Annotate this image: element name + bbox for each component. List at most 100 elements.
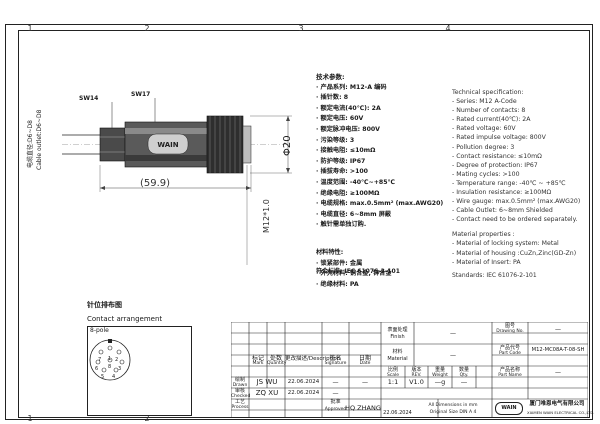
sw14-label: SW14 xyxy=(79,95,99,102)
scale-cn: 比例 xyxy=(387,367,398,373)
row-approved-cn: 批准 xyxy=(330,399,341,405)
pin-number: 6 xyxy=(95,366,99,372)
weight-en: Weight xyxy=(432,373,448,378)
cable-outlet-en: Cable outlet:D6~D8 xyxy=(36,109,43,170)
part-name-cn: 产品名称 xyxy=(499,367,520,373)
spec-en-line: - Mating cycles: >100 xyxy=(452,170,520,178)
row-drawn-en: Drawn xyxy=(232,383,248,388)
diameter-label: Φ20 xyxy=(282,135,293,156)
col-description-cn: 更改描述 xyxy=(285,356,308,362)
pin-title-en: Contact arrangement xyxy=(87,315,163,323)
approved-date: 22.06.2024 xyxy=(383,410,412,416)
length-label: (59.9) xyxy=(140,178,171,189)
spec-en-line: - Contact resistance: ≤10mΩ xyxy=(452,152,542,160)
material-label-en: Material xyxy=(387,356,408,362)
pin-number: 1 xyxy=(108,356,112,362)
drawing-no-cn: 图号 xyxy=(504,323,515,329)
part-code-en: Part Code xyxy=(499,351,521,356)
dimension-note-2: Original Size DIN A 4 xyxy=(429,410,477,415)
zone-top-1: 1 xyxy=(27,24,33,33)
pin-number: 5 xyxy=(101,374,105,380)
material-cn: 材料特性: · 锁紧部件: 金属 · 外壳材料: 铜合金, 锌合金 · 绝缘材料… xyxy=(316,248,392,290)
drawn-name: JS WU xyxy=(256,378,278,386)
part-code-value: M12-MC08A-T-08-SH xyxy=(531,347,585,353)
zone-top-4: 4 xyxy=(445,24,451,33)
spec-en-line: - Contact need to be ordered separately. xyxy=(452,216,578,224)
zone-top-2: 2 xyxy=(144,24,150,33)
weight-value: —g xyxy=(434,378,446,386)
part-name-en: Part Name xyxy=(498,373,522,378)
row-process-en: Process xyxy=(231,405,249,410)
material-en-line: - Material of housing :CuZn,Zinc(GD-Zn) xyxy=(452,249,577,257)
material-en-line: - Material of locking system: Metal xyxy=(452,240,559,248)
col-date-cn: 日期 xyxy=(358,355,371,362)
spec-cn-line: · 触针需单独订购. xyxy=(316,221,367,229)
standards-cn: 符合标准: IEC 61076-2-101 xyxy=(316,268,400,275)
spec-en-line: - Insulation resistance: ≥100MΩ xyxy=(452,189,552,197)
material-value: — xyxy=(450,352,456,359)
weight-cn: 重量 xyxy=(434,367,445,373)
company-logo: WAIN xyxy=(495,402,523,415)
rev-cn: 版本 xyxy=(411,367,422,373)
pin-title-cn: 针位排布图 xyxy=(87,301,122,309)
pin-box: 8-pole xyxy=(87,326,192,416)
spec-en: Technical specification: - Series: M12 A… xyxy=(452,88,588,224)
spec-cn-line: · 污染等级: 3 xyxy=(316,136,355,144)
drawn-extra: — xyxy=(362,379,368,386)
company-name-cn: 厦门唯恩电气有限公司 xyxy=(529,401,585,407)
col-signature-cn: 签名 xyxy=(329,355,342,362)
zone-top-3: 3 xyxy=(298,24,304,33)
spec-cn-title: 技术参数: xyxy=(316,73,345,81)
drawn-sign: — xyxy=(332,379,339,386)
spec-cn-line: · 电缆直径: 6~8mm 屏蔽 xyxy=(316,210,392,218)
sw17-label: SW17 xyxy=(131,91,151,98)
pin-number: 7 xyxy=(98,357,102,363)
connector-drawing: WAIN xyxy=(62,98,292,265)
spec-en-line: - Temperature range: -40℃ ~ +85℃ xyxy=(452,179,566,187)
spec-en-line: - Rated current(40℃): 2A xyxy=(452,116,531,124)
drawing-no-en: Drawing No. xyxy=(496,329,524,334)
pin-face-drawing xyxy=(89,339,131,381)
title-block-grid xyxy=(231,322,588,418)
col-signature-en: Signature xyxy=(324,361,347,366)
col-count-en: Quantity xyxy=(267,361,287,366)
drawing-border-inner xyxy=(18,30,590,418)
material-cn-line: · 锁紧部件: 金属 xyxy=(316,259,363,267)
pin-pole-label: 8-pole xyxy=(90,327,109,334)
title-block: 标记 Mark 处数 Quantity 更改描述/Description 签名 … xyxy=(231,322,595,418)
part-code-cn: 产品代号 xyxy=(499,345,520,351)
scale-value: 1:1 xyxy=(387,378,399,386)
checked-name: ZQ XU xyxy=(255,389,279,397)
spec-cn-line: · 产品系列: M12-A 编码 xyxy=(316,83,387,91)
spec-cn-line: · 接触电阻: ≤10mΩ xyxy=(316,147,376,155)
material-en: Material properties : - Material of lock… xyxy=(452,230,576,268)
part-name-value: — xyxy=(555,369,561,376)
checked-sign: — xyxy=(332,390,339,397)
spec-en-line: - Rated impulse voltage: 800V xyxy=(452,134,546,142)
rev-value: V1.0 xyxy=(409,378,424,386)
spec-cn-line: · 绝缘电阻: ≥100MΩ xyxy=(316,189,380,197)
standards-en: Standards: IEC 61076-2-101 xyxy=(452,272,537,279)
material-en-line: - Material of Insert: PA xyxy=(452,259,521,267)
spec-en-line: - Rated voltage: 60V xyxy=(452,125,516,133)
finish-en: Finish xyxy=(390,334,405,340)
finish-cn: 表面处理 xyxy=(387,327,408,333)
material-en-title: Material properties : xyxy=(452,231,515,238)
dimension-note-1: All Dimensions in mm xyxy=(428,403,478,408)
spec-en-line: - Number of contacts: 8 xyxy=(452,107,526,115)
row-checked-cn: 审核 xyxy=(234,388,245,394)
col-description-en: Description xyxy=(308,356,341,362)
drawing-no-value: — xyxy=(555,326,561,333)
spec-cn-line: · 插拔寿命: >100 xyxy=(316,168,368,176)
approved-name: HQ ZHANG xyxy=(345,404,381,412)
checked-date: 22.06.2024 xyxy=(287,390,320,396)
spec-en-line: - Degree of protection: IP67 xyxy=(452,161,538,169)
material-cn-title: 材料特性: xyxy=(316,249,344,256)
company-name-en: XIAMEN WAIN ELECTRICAL CO.,LTD. xyxy=(527,410,595,415)
brand-mark: WAIN xyxy=(157,141,178,149)
spec-en-line: - Wire gauge: max.0.5mm² (max.AWG20) xyxy=(452,198,581,206)
material-cn-line: · 绝缘材料: PA xyxy=(316,280,359,288)
spec-cn-line: · 防护等级: IP67 xyxy=(316,157,366,165)
qty-cn: 数量 xyxy=(458,367,469,373)
company-logo-text: WAIN xyxy=(501,405,517,411)
